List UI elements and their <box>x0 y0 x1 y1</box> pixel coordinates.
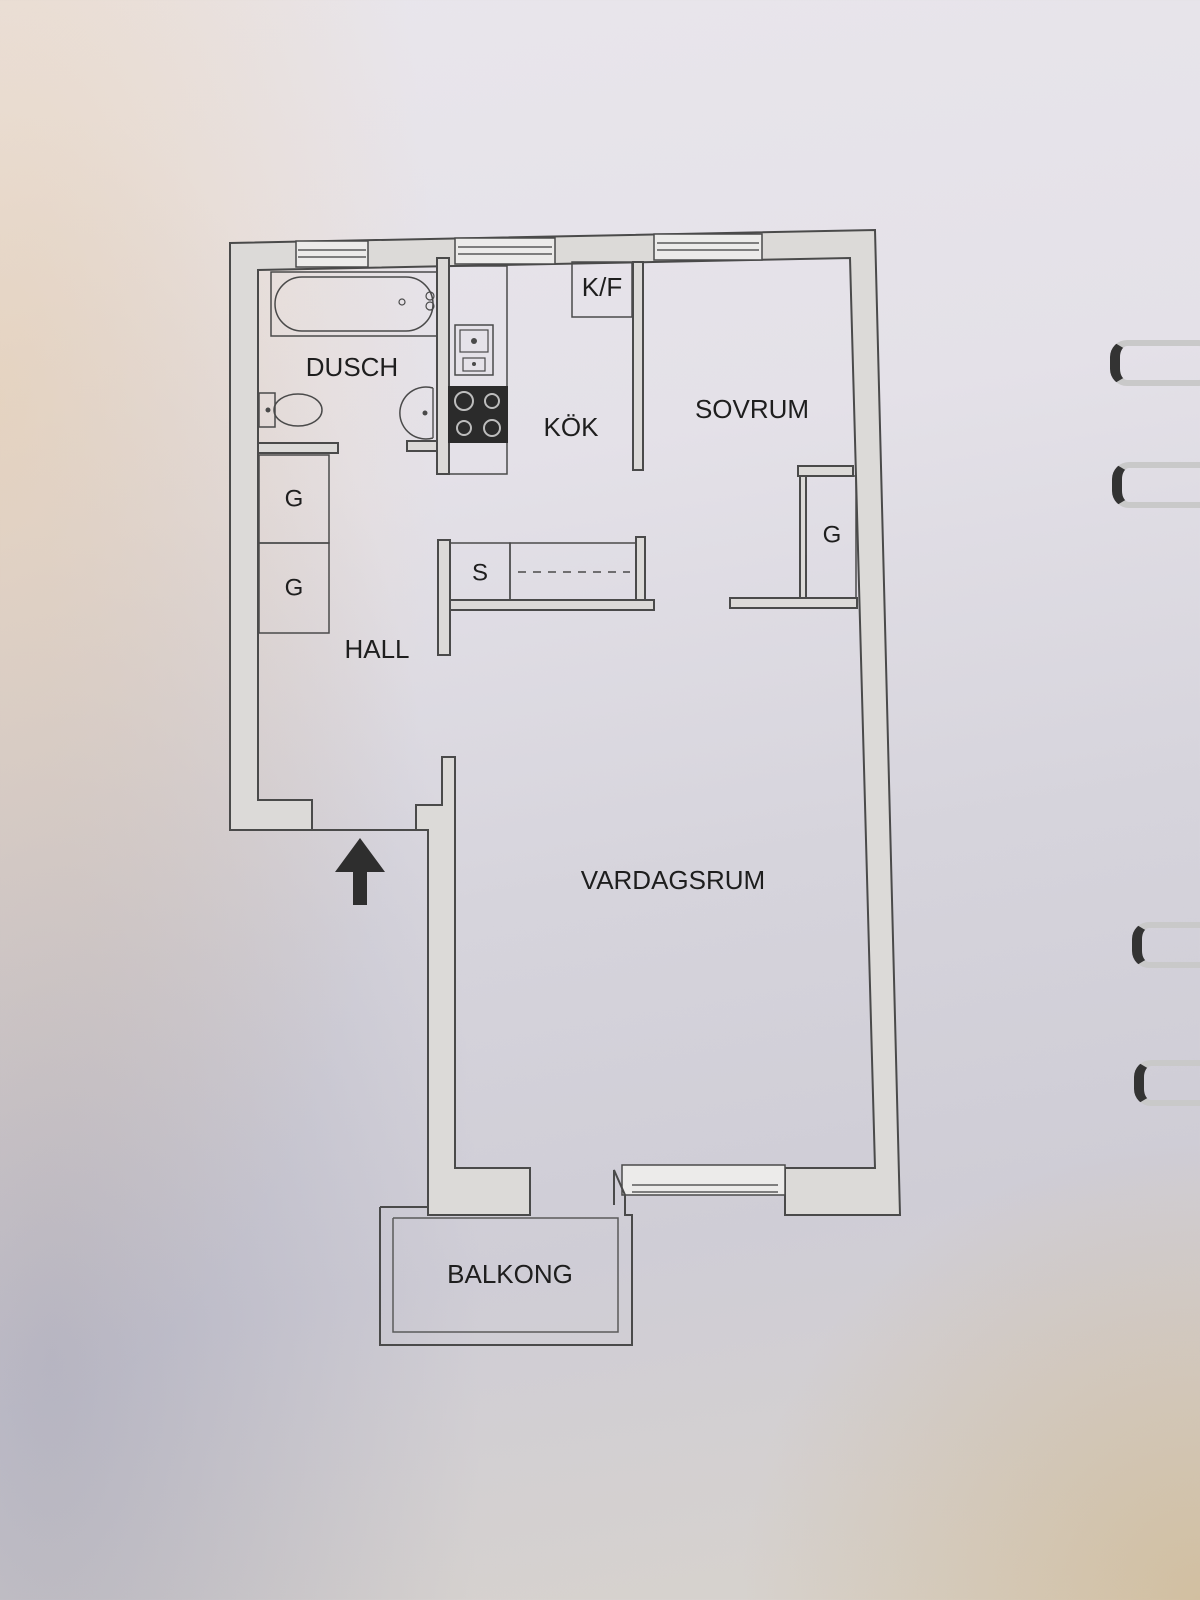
fridge-freezer <box>571 261 633 318</box>
closet-label-g1: G <box>285 485 304 512</box>
room-label-kok: KÖK <box>544 412 600 442</box>
closet-label-g3: G <box>823 521 842 548</box>
balcony <box>379 1169 633 1346</box>
closet-label-s: S <box>472 559 488 586</box>
washbasin <box>399 386 434 440</box>
windows <box>295 233 786 1196</box>
bathtub <box>270 271 438 337</box>
binder-ring <box>1112 462 1200 508</box>
entrance-arrow-icon <box>335 838 385 905</box>
binder-ring <box>1110 340 1200 386</box>
closet-label-g2: G <box>285 574 304 601</box>
stove-icon <box>448 386 508 443</box>
binder-ring <box>1134 1060 1200 1106</box>
kitchen-counter <box>448 265 508 475</box>
binder-ring <box>1132 922 1200 968</box>
toilet <box>258 392 323 428</box>
wardrobes <box>258 454 857 634</box>
room-label-kf: K/F <box>582 272 622 302</box>
room-label-balkong: BALKONG <box>447 1259 573 1289</box>
interior-walls <box>257 257 858 831</box>
room-label-vardagsrum: VARDAGSRUM <box>581 865 765 895</box>
room-label-dusch: DUSCH <box>306 352 398 382</box>
room-label-sovrum: SOVRUM <box>695 394 809 424</box>
room-label-hall: HALL <box>344 634 409 664</box>
